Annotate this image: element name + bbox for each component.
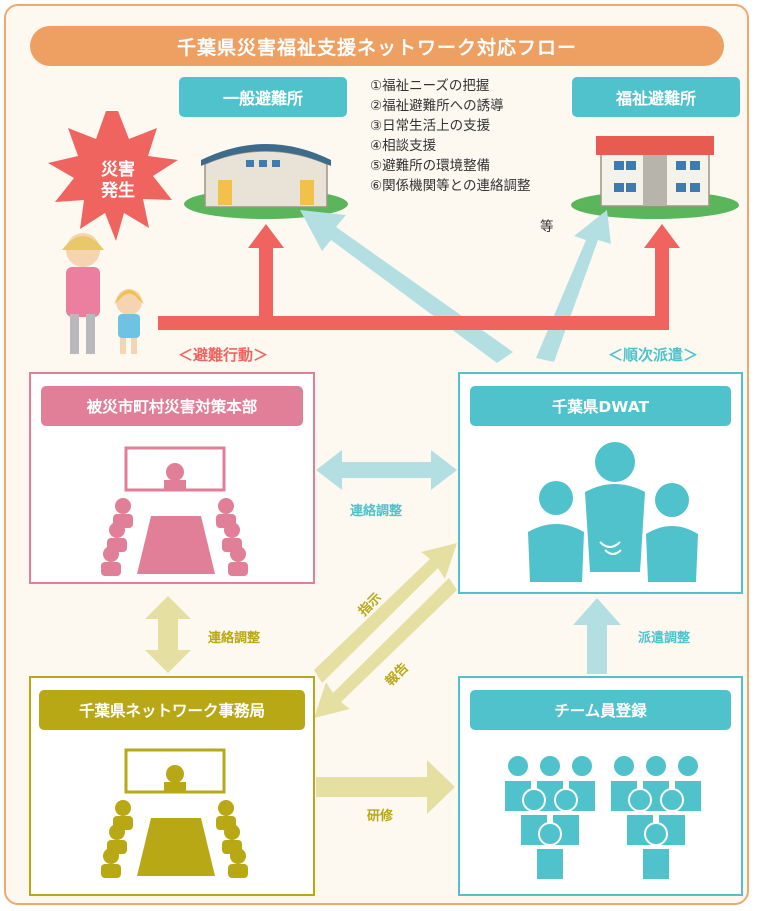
support-task-item: ⑥関係機関等との連絡調整 <box>370 178 531 194</box>
hq-dwat-coordination-label: 連絡調整 <box>350 504 403 519</box>
support-task-item: ③日常生活上の支援 <box>370 118 491 134</box>
secretariat-meeting-icon <box>101 748 248 878</box>
support-task-item: ⑤避難所の環境整備 <box>370 158 491 174</box>
evacuation-label: ＜避難行動＞ <box>178 346 269 364</box>
dwat-team-icon <box>528 442 698 582</box>
general-shelter-building-icon <box>184 144 348 219</box>
support-task-suffix: 等 <box>540 219 554 235</box>
disaster-burst-icon <box>48 111 178 241</box>
general-shelter-label: 一般避難所 <box>179 77 347 117</box>
secretariat-panel-title: 千葉県ネットワーク事務局 <box>39 690 305 730</box>
team-panel-title: チーム員登録 <box>470 690 731 730</box>
welfare-shelter-building-icon <box>571 136 739 219</box>
disaster-line1: 災害 <box>101 160 135 180</box>
hq-meeting-icon <box>101 446 248 576</box>
hq-secretariat-double-arrow <box>145 596 191 673</box>
report-arrow <box>314 578 457 718</box>
support-task-item: ④相談支援 <box>370 138 437 154</box>
evacuation-arrows <box>158 224 680 330</box>
dispatch-label: ＜順次派遣＞ <box>608 346 699 364</box>
dispatch-arrows <box>300 210 611 363</box>
hq-secretariat-coordination-label: 連絡調整 <box>208 631 261 646</box>
support-task-item: ②福祉避難所への誘導 <box>370 98 504 114</box>
disaster-line2: 発生 <box>101 181 135 201</box>
dwat-panel-title: 千葉県DWAT <box>470 386 731 426</box>
training-arrow <box>316 760 455 814</box>
hq-dwat-double-arrow <box>316 450 457 490</box>
page-title: 千葉県災害福祉支援ネットワーク対応フロー <box>30 26 724 66</box>
secretariat-panel: 千葉県ネットワーク事務局 <box>29 676 315 896</box>
welfare-shelter-label: 福祉避難所 <box>572 77 740 117</box>
team-members-icon <box>503 754 703 881</box>
evacuating-family-icon <box>62 233 144 354</box>
support-task-item: ①福祉ニーズの把握 <box>370 78 490 94</box>
hq-panel: 被災市町村災害対策本部 <box>29 372 315 584</box>
support-task-list: ①福祉ニーズの把握 ②福祉避難所への誘導 ③日常生活上の支援 ④相談支援 ⑤避難… <box>370 76 570 196</box>
hq-panel-title: 被災市町村災害対策本部 <box>41 386 303 426</box>
team-panel: チーム員登録 <box>458 676 743 896</box>
dwat-panel: 千葉県DWAT <box>458 372 743 594</box>
instruction-arrow <box>314 543 457 683</box>
training-label: 研修 <box>367 809 394 824</box>
dispatch-coordination-arrow <box>573 598 621 674</box>
disaster-burst-label: 災害 発生 <box>82 160 154 202</box>
dispatch-coordination-label: 派遣調整 <box>638 631 691 646</box>
